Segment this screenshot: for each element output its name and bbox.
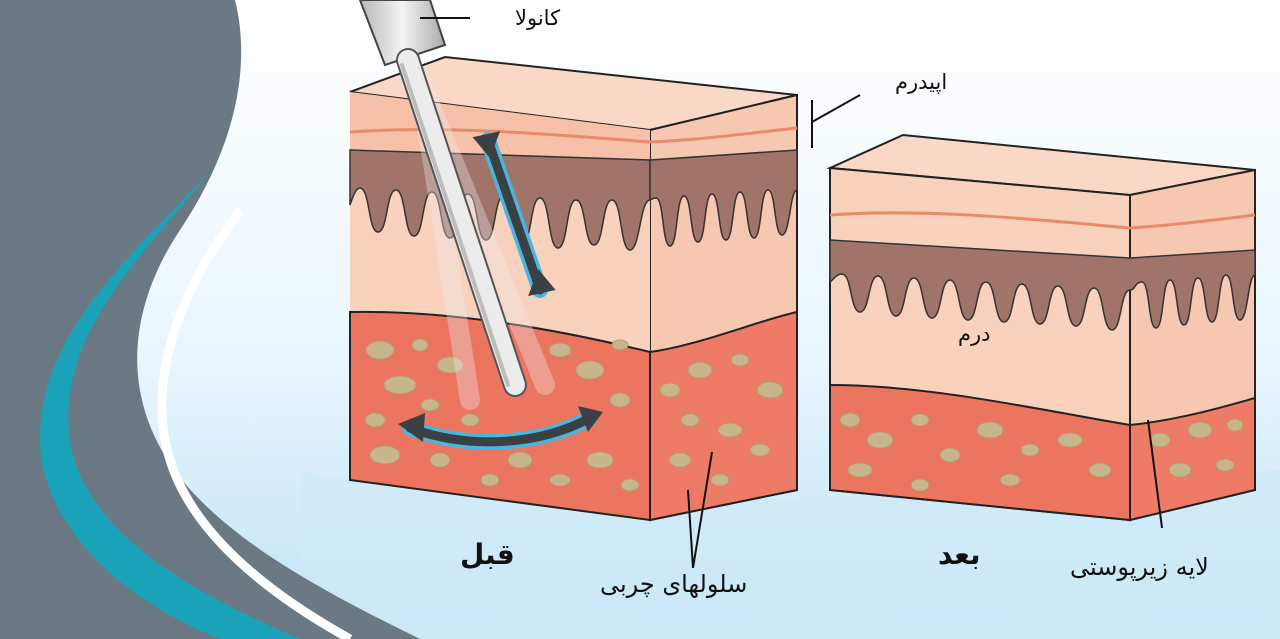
label-epidermis: اپیدرم: [895, 70, 948, 94]
after-fat-cells: [839, 412, 1244, 492]
after-epidermis-line: [829, 211, 1256, 230]
leader-lines: [420, 17, 1163, 569]
before-fat-cells: [364, 338, 784, 492]
cannula-handle: [358, 0, 447, 67]
cannula: [358, 0, 527, 397]
decor-teal-wave: [39, 165, 300, 639]
after-fat-side: [1129, 396, 1256, 522]
decor-white-stroke: [157, 207, 353, 639]
horizontal-motion-arrow: [398, 406, 603, 450]
before-fat-side: [649, 310, 798, 522]
before-skin-block: [349, 55, 798, 522]
vertical-motion-arrow: [472, 131, 556, 298]
water-wave: [300, 470, 1280, 639]
before-papillae-front: [349, 149, 651, 251]
decor-gray-shape: [0, 0, 420, 639]
after-papillae: [829, 239, 1256, 331]
label-subcutaneous-layer: لایه زیرپوستی: [1070, 553, 1209, 581]
label-dermis: درم: [958, 322, 991, 346]
label-before: قبل: [460, 538, 515, 571]
label-cannula: کانولا: [515, 6, 561, 30]
after-skin-block: [826, 133, 1256, 522]
before-papillae-side: [649, 149, 798, 247]
label-after: بعد: [938, 538, 981, 571]
label-fat-cells: سلولهای چربی: [600, 570, 748, 598]
